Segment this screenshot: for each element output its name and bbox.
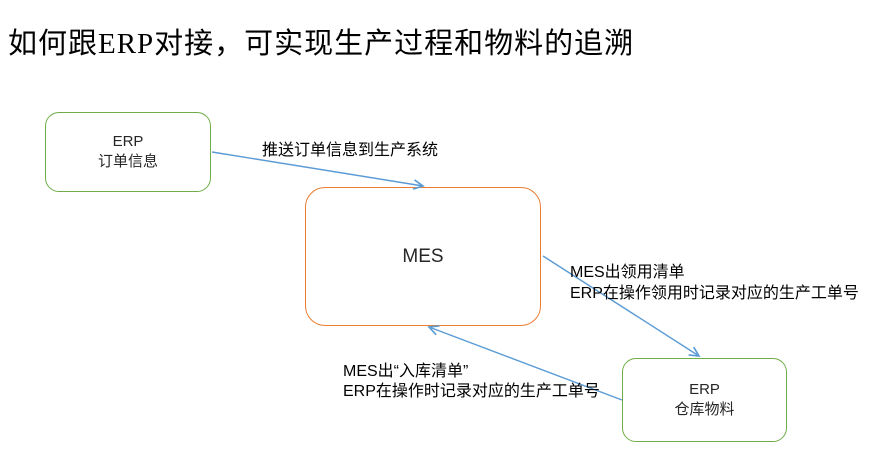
node-mes: MES: [305, 187, 541, 326]
edge-label-push-order: 推送订单信息到生产系统: [262, 140, 438, 161]
node-erp-warehouse-line1: ERP: [689, 381, 720, 398]
edge-label-inbound-line2: ERP在操作时记录对应的生产工单号: [343, 383, 600, 400]
node-erp-order-line1: ERP: [112, 133, 144, 150]
edge-label-material-issue: MES出领用清单 ERP在操作领用时记录对应的生产工单号: [570, 262, 859, 304]
node-erp-warehouse-line2: 仓库物料: [674, 401, 735, 418]
node-mes-label: MES: [402, 245, 444, 267]
node-erp-order-info: ERP 订单信息: [45, 112, 211, 192]
node-erp-warehouse-material: ERP 仓库物料: [622, 358, 787, 442]
edge-label-inbound-line1: MES出“入库清单”: [343, 363, 469, 380]
edge-label-inbound: MES出“入库清单” ERP在操作时记录对应的生产工单号: [343, 362, 600, 402]
edge-label-push-order-text: 推送订单信息到生产系统: [262, 142, 439, 159]
page-title: 如何跟ERP对接，可实现生产过程和物料的追溯: [8, 28, 635, 60]
edge-label-material-issue-line1: MES出领用清单: [570, 264, 685, 281]
edge-label-material-issue-line2: ERP在操作领用时记录对应的生产工单号: [570, 285, 859, 302]
node-erp-order-line2: 订单信息: [97, 153, 158, 170]
